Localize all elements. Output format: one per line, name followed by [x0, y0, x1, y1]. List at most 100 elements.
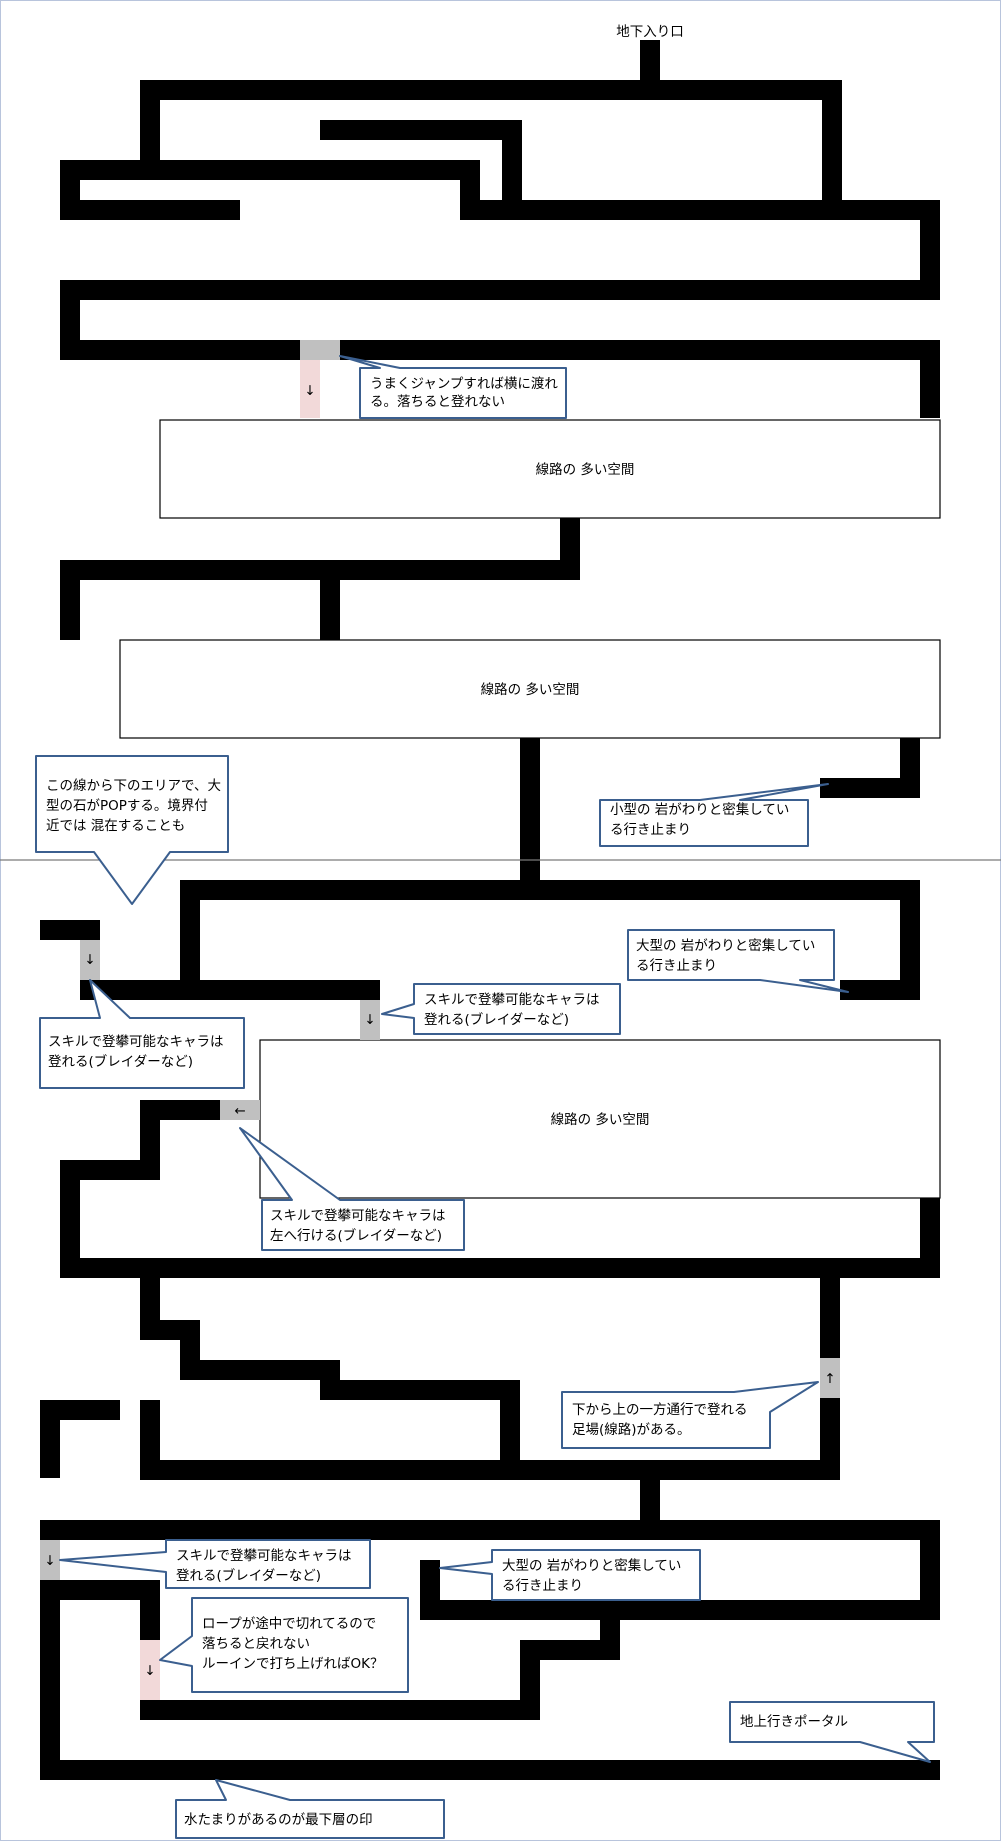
wall-segment [60, 160, 480, 180]
wall-segment [60, 340, 300, 360]
wall-segment [502, 120, 522, 202]
wall-segment [820, 778, 920, 798]
left-arrow-icon: ← [234, 1103, 245, 1119]
callout-layer [35, 355, 935, 1839]
wall-segment [80, 980, 380, 1000]
wall-segment [180, 880, 200, 980]
callout-line: うまくジャンプすれば横に渡れ [370, 376, 558, 392]
wall-segment [40, 1580, 60, 1760]
wall-segment [40, 1520, 940, 1540]
climb-marker [40, 1540, 60, 1580]
callout-puddle [175, 1779, 445, 1839]
callout-line: ルーインで打ち上げればOK？ [202, 1655, 383, 1672]
room-label-lower: 線路の 多い空間 [551, 1111, 650, 1128]
callout-line: スキルで登攀可能なキャラは [176, 1548, 352, 1564]
climb-marker [80, 940, 100, 980]
up-arrow-icon: ↑ [824, 1371, 835, 1387]
wall-segment [40, 1580, 160, 1600]
callout-rope [159, 1597, 409, 1693]
wall-segment [500, 1380, 520, 1460]
callout-skill-climb-3 [59, 1539, 371, 1589]
wall-segment [520, 1640, 620, 1660]
wall-segment [640, 40, 660, 82]
wall-segment [60, 280, 940, 300]
callout-skill-climb-1 [39, 979, 245, 1089]
wall-segment [920, 200, 940, 300]
wall-segment [140, 1400, 160, 1478]
wall-segment [60, 1258, 940, 1278]
wall-segment [40, 1400, 60, 1478]
callout-one-way [561, 1381, 819, 1449]
marker-layer: ↓ ↓ ↓ ← ↑ ↓ ↓ [40, 340, 840, 1700]
wall-segment [920, 1520, 940, 1620]
wall-segment [140, 80, 842, 100]
callout-line: この線から下のエリアで、大 [46, 778, 221, 794]
callout-line: る。落ちると登れない [370, 394, 505, 410]
wall-segment [900, 880, 920, 1000]
wall-segment [140, 1460, 840, 1480]
wall-segment [140, 80, 160, 162]
drop-marker [300, 360, 320, 418]
wall-segment [320, 1380, 520, 1400]
wall-segment [920, 1198, 940, 1278]
wall-segment [60, 560, 80, 640]
callout-line: る行き止まり [610, 822, 691, 838]
down-arrow-icon: ↓ [44, 1553, 55, 1569]
callout-pop-boundary [35, 755, 229, 905]
wall-segment [180, 880, 920, 900]
room-label-middle: 線路の 多い空間 [481, 681, 580, 698]
wall-segment [822, 80, 842, 206]
callout-line: 登れる(ブレイダーなど) [48, 1053, 193, 1070]
callout-small-rocks [599, 783, 829, 847]
one-way-marker [820, 1358, 840, 1398]
wall-segment [140, 1580, 160, 1640]
wall-segment [640, 1478, 660, 1520]
room-layer: 線路の 多い空間 線路の 多い空間 線路の 多い空間 [119, 419, 941, 1199]
callout-line: 型の石がPOPする。境界付 [46, 798, 208, 814]
room-box-upper [159, 419, 941, 519]
wall-segment [60, 1160, 160, 1180]
callout-line: る行き止まり [502, 1578, 583, 1594]
wall-segment [840, 980, 920, 1000]
wall-segment [340, 340, 940, 360]
callout-line: 地上行きポータル [740, 1714, 848, 1730]
wall-segment [920, 340, 940, 418]
callout-large-rocks-2 [439, 1549, 701, 1601]
wall-segment [320, 560, 340, 640]
callout-text-layer: うまくジャンプすれば横に渡れ る。落ちると登れない 小型の 岩がわりと密集してい… [46, 376, 848, 1828]
entrance-label: 地下入り口 [616, 24, 684, 40]
callout-line: 左へ行ける(ブレイダーなど) [270, 1227, 442, 1244]
callout-line: スキルで登攀可能なキャラは [48, 1034, 224, 1050]
wall-segment [60, 200, 240, 220]
wall-segment [140, 1100, 160, 1162]
callout-line: スキルで登攀可能なキャラは [270, 1208, 446, 1224]
wall-segment [40, 1760, 940, 1780]
callout-skill-left [239, 1127, 465, 1251]
room-box-lower [259, 1039, 941, 1199]
callout-line: る行き止まり [636, 958, 717, 974]
wall-segment [60, 1160, 80, 1278]
down-arrow-icon: ↓ [144, 1663, 155, 1679]
wall-segment [40, 920, 100, 940]
callout-jump [339, 355, 567, 419]
callout-portal [729, 1701, 935, 1763]
callout-line: 大型の 岩がわりと密集してい [636, 937, 815, 954]
callout-large-rocks-1 [627, 929, 849, 993]
wall-segment [520, 738, 540, 883]
callout-line: 登れる(ブレイダーなど) [424, 1011, 569, 1028]
drop-marker [140, 1640, 160, 1700]
callout-line: 大型の 岩がわりと密集してい [502, 1557, 681, 1574]
callout-line: 登れる(ブレイダーなど) [176, 1567, 321, 1584]
wall-segment [140, 1700, 540, 1720]
callout-line: 下から上の一方通行で登れる [572, 1402, 748, 1418]
down-arrow-icon: ↓ [364, 1012, 375, 1028]
down-arrow-icon: ↓ [304, 383, 315, 399]
gap-marker [300, 340, 340, 360]
callout-line: 足場(線路)がある。 [572, 1422, 691, 1438]
wall-segment [460, 200, 940, 220]
callout-line: 落ちると戻れない [202, 1636, 310, 1652]
callout-line: スキルで登攀可能なキャラは [424, 992, 600, 1008]
callout-line: 近では 混在することも [46, 818, 185, 834]
wall-segment [180, 1360, 320, 1380]
